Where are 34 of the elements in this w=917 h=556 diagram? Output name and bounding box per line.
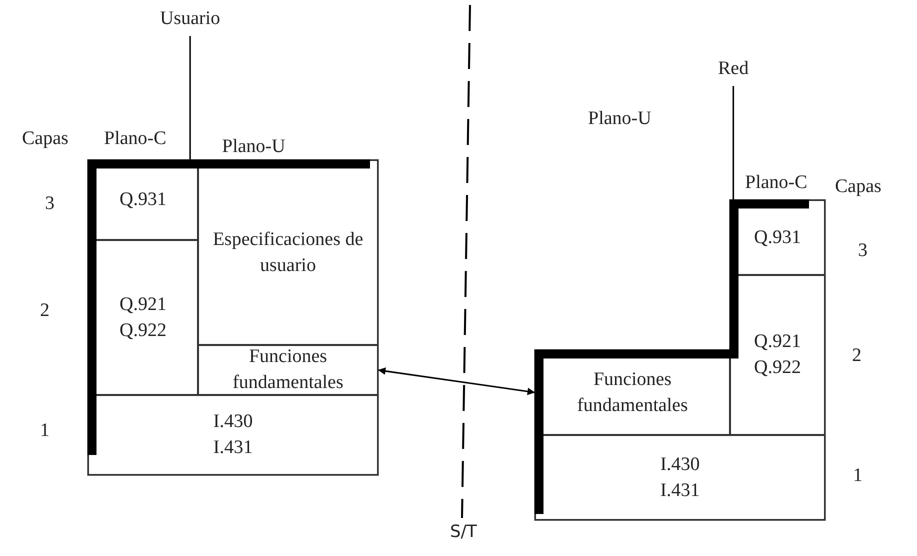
layer-label: I.430 I.431 xyxy=(212,410,254,460)
layer-number: 1 xyxy=(853,465,862,487)
plane-label: Plano-U xyxy=(222,136,286,158)
plane-label: Capas xyxy=(835,176,882,198)
layer-label: Q.931 xyxy=(753,226,802,250)
connector-line xyxy=(732,86,734,200)
plane-label: Plano-C xyxy=(104,128,166,150)
layer-number: 3 xyxy=(858,240,868,262)
reference-point-label: S/T xyxy=(450,522,477,542)
plane-label: Plano-U xyxy=(588,108,652,130)
layer-label: I.430 I.431 xyxy=(659,452,701,502)
plane-label: Plano-C xyxy=(745,172,808,194)
connector-line xyxy=(189,36,191,160)
plane-label: Capas xyxy=(22,128,68,150)
protocol-stack xyxy=(88,160,378,475)
protocol-layer-box xyxy=(198,160,378,345)
layer-number: 2 xyxy=(40,300,50,322)
layer-label: Q.921 Q.922 xyxy=(118,292,168,342)
protocol-layer-box xyxy=(198,345,378,395)
layer-label: Especificaciones de usuario xyxy=(212,228,364,278)
endpoint-label: Red xyxy=(718,58,749,80)
layer-number: 1 xyxy=(40,420,50,442)
layer-label: Q.931 xyxy=(118,188,168,212)
arrow xyxy=(378,367,536,396)
protocol-layer-box xyxy=(88,395,378,475)
protocol-stack xyxy=(535,200,825,520)
layer-label: Funciones fundamentales xyxy=(576,368,689,418)
endpoint-label: Usuario xyxy=(160,8,220,30)
layer-number: 3 xyxy=(45,193,54,215)
layer-label: Q.921 Q.922 xyxy=(753,330,802,380)
layer-label: Funciones fundamentales xyxy=(232,345,344,395)
layer-number: 2 xyxy=(852,345,862,367)
protocol-layer-box xyxy=(730,275,825,435)
protocol-layer-box xyxy=(535,435,825,520)
